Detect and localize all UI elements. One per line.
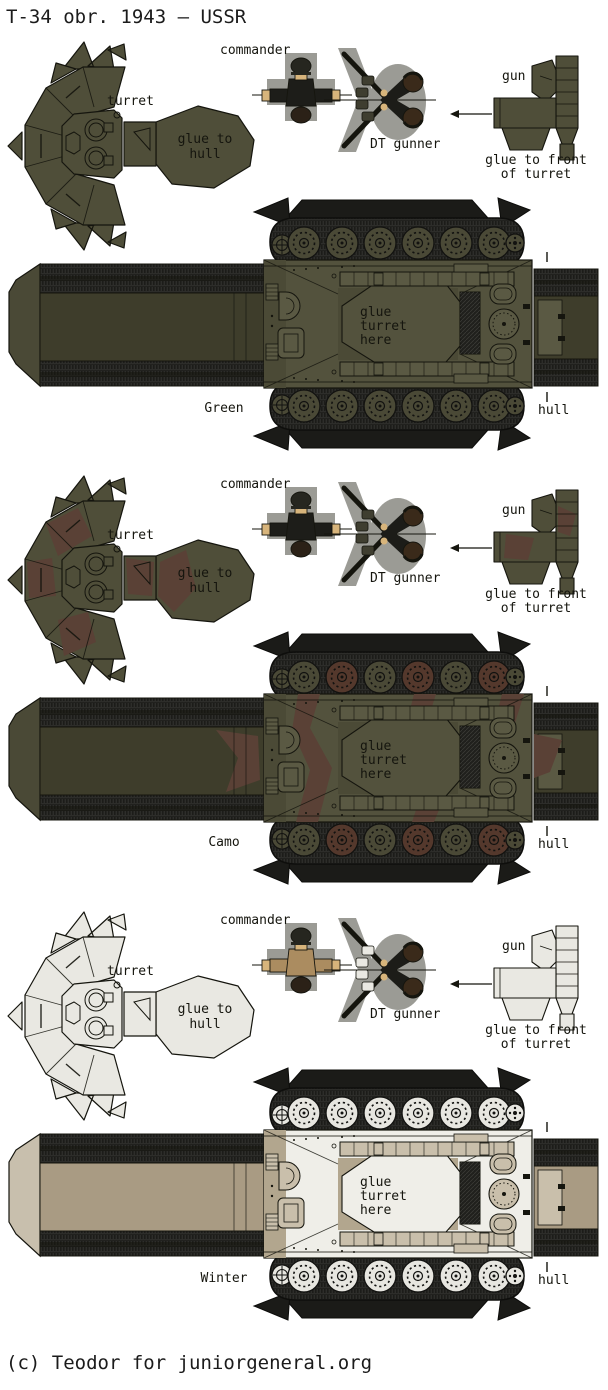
glue-turret-here-label-line1: glue (360, 1175, 391, 1190)
glue-to-hull-label-line2: hull (189, 581, 220, 596)
copyright-credit: (c) Teodor for juniorgeneral.org (6, 1352, 373, 1374)
section-winter: turret glue to hull commander DT gunner … (7, 911, 608, 1352)
variant-label-winter: Winter (201, 1271, 248, 1286)
glue-to-hull-label-line2: hull (189, 1017, 220, 1032)
variant-label-camo: Camo (208, 835, 239, 850)
glue-to-hull-label-line1: glue to (178, 132, 233, 147)
hull-label: hull (538, 1273, 569, 1288)
glue-to-front-label-line1: glue to front (485, 153, 587, 168)
commander-label: commander (220, 913, 291, 928)
commander-piece (251, 486, 353, 558)
glue-to-hull-label-line1: glue to (178, 1002, 233, 1017)
dt-gunner-label: DT gunner (370, 137, 441, 152)
glue-turret-here-label-line3: here (360, 333, 391, 348)
glue-turret-here-label-line2: turret (360, 319, 407, 334)
glue-to-hull-label-line2: hull (189, 147, 220, 162)
glue-to-front-label-line2: of turret (501, 601, 571, 616)
turret-label: turret (107, 94, 154, 109)
dt-gunner-label: DT gunner (370, 571, 441, 586)
glue-turret-here-label-line3: here (360, 767, 391, 782)
hull-piece (9, 1068, 598, 1320)
glue-to-front-label-line2: of turret (501, 167, 571, 182)
section-camo: turret glue to hull commander DT gunner … (7, 475, 608, 916)
glue-turret-here-label-line3: here (360, 1203, 391, 1218)
variant-label-green: Green (204, 401, 243, 416)
glue-to-front-label-line2: of turret (501, 1037, 571, 1052)
glue-turret-here-label-line2: turret (360, 1189, 407, 1204)
section-green: turret glue to hull commander DT gunner … (7, 41, 608, 482)
glue-turret-here-label-line2: turret (360, 753, 407, 768)
glue-to-front-label-line1: glue to front (485, 1023, 587, 1038)
dt-gunner-label: DT gunner (370, 1007, 441, 1022)
turret-label: turret (107, 964, 154, 979)
hull-label: hull (538, 403, 569, 418)
gun-label: gun (502, 69, 525, 84)
commander-label: commander (220, 477, 291, 492)
glue-turret-here-label-line1: glue (360, 305, 391, 320)
hull-piece (9, 198, 598, 450)
gun-label: gun (502, 939, 525, 954)
glue-to-hull-label-line1: glue to (178, 566, 233, 581)
glue-turret-here-label-line1: glue (360, 739, 391, 754)
commander-piece (251, 52, 353, 124)
gun-label: gun (502, 503, 525, 518)
hull-piece (9, 632, 598, 884)
commander-piece (251, 922, 353, 994)
commander-label: commander (220, 43, 291, 58)
sheet-title: T-34 obr. 1943 – USSR (6, 6, 247, 28)
glue-to-front-label-line1: glue to front (485, 587, 587, 602)
hull-label: hull (538, 837, 569, 852)
turret-label: turret (107, 528, 154, 543)
